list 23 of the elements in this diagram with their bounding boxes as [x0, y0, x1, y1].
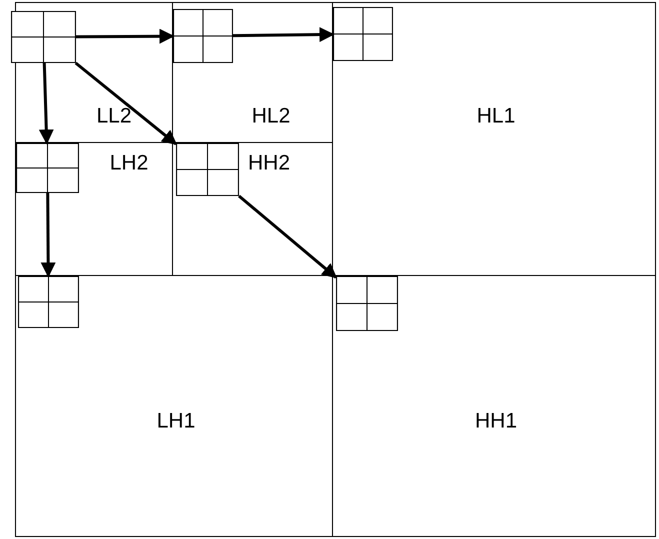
arrow: [76, 28, 174, 44]
block-grid-icon: [336, 276, 398, 331]
subband-label: HH1: [475, 410, 517, 432]
subband-label: HL1: [476, 106, 516, 126]
block-grid-icon: [18, 276, 79, 328]
block-grid-icon: [333, 7, 393, 61]
subband-label: HL2: [252, 106, 290, 126]
block-grid-icon: [173, 9, 233, 63]
arrow: [40, 192, 56, 278]
subband-label: LL2: [96, 106, 132, 126]
arrow: [238, 194, 338, 279]
subband-box: [332, 2, 656, 276]
block-grid-icon: [16, 143, 79, 193]
subband-label: HH2: [248, 152, 290, 174]
subband-label: LH1: [156, 410, 196, 432]
arrow: [232, 27, 334, 42]
subband-box: [15, 275, 333, 537]
block-grid-icon: [176, 143, 239, 196]
arrow: [38, 62, 54, 144]
arrow: [74, 62, 178, 146]
subband-label: LH2: [110, 152, 148, 174]
subband-box: [332, 275, 656, 537]
block-grid-icon: [11, 11, 76, 63]
